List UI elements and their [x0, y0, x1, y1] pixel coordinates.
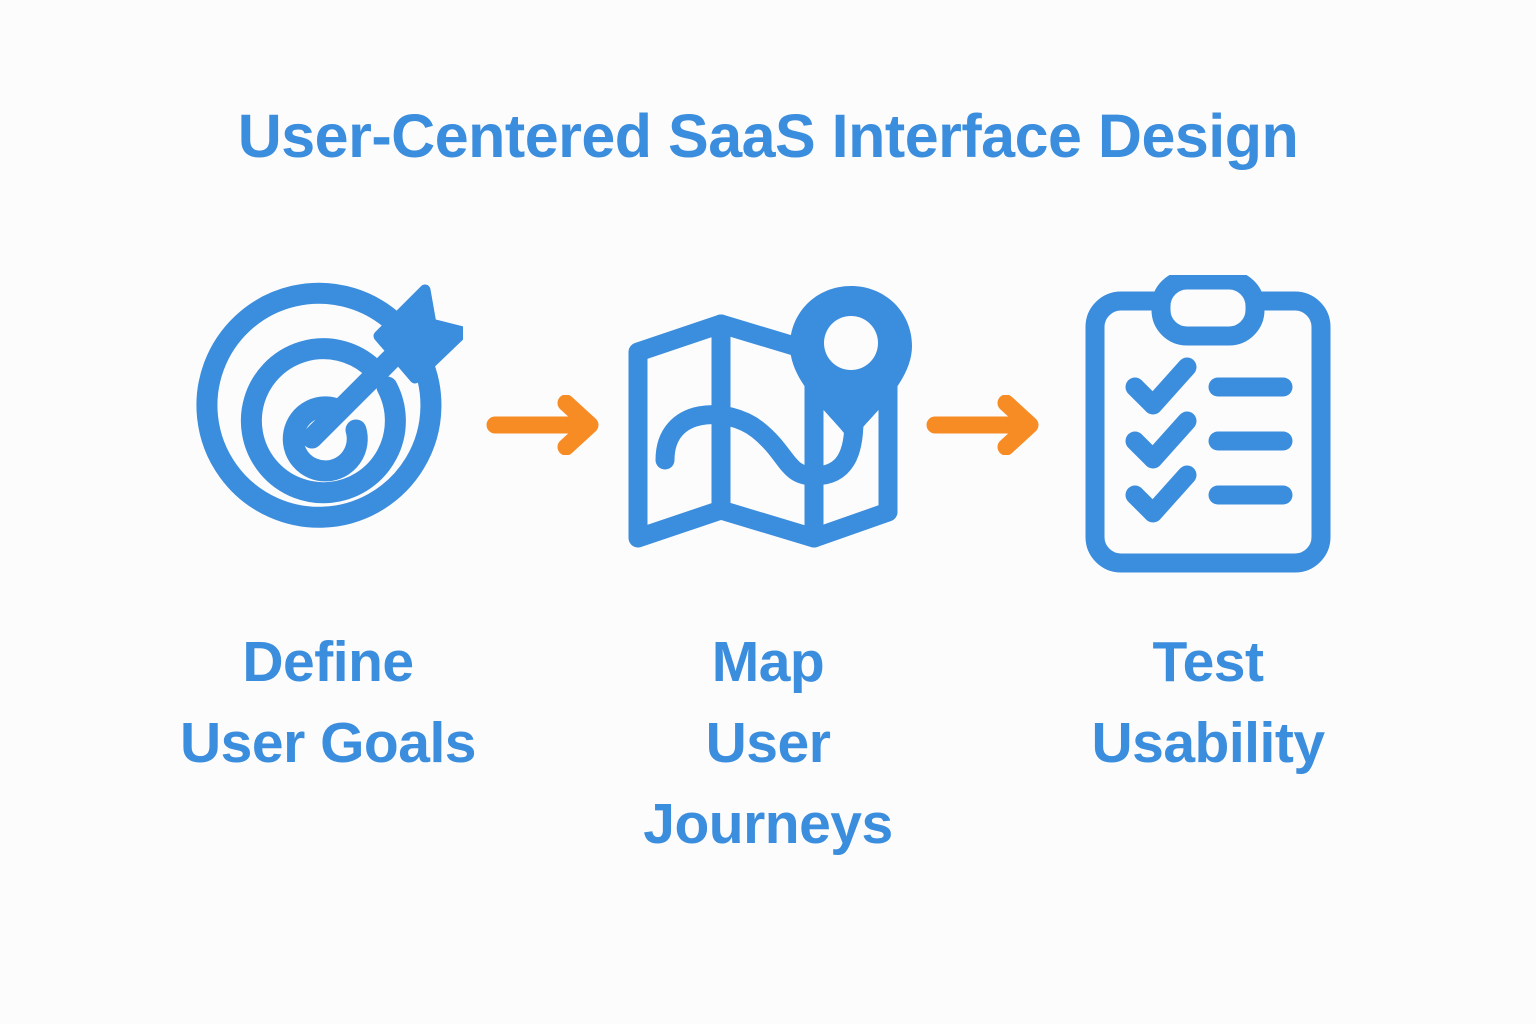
arrow-right-icon	[486, 395, 598, 455]
step-3-label-line-1: Test	[1152, 630, 1264, 694]
step-1-icon-container[interactable]	[178, 270, 478, 580]
clipboard-checklist-icon	[1085, 275, 1331, 573]
step-2-label-line-3: Journeys	[643, 791, 893, 856]
target-dart-icon	[196, 282, 463, 528]
step-3-label-line-2: Usability	[1091, 710, 1325, 775]
step-1-label: Define User Goals	[178, 622, 478, 784]
connector-2-container	[918, 270, 1058, 580]
process-flow-labels: Define User Goals Map User Journeys Test…	[0, 622, 1536, 865]
step-1-label-line-2: User Goals	[180, 710, 476, 775]
process-flow-icons	[0, 270, 1536, 610]
step-2-label-line-1: Map	[711, 630, 825, 694]
page-title: User-Centered SaaS Interface Design	[237, 102, 1299, 170]
step-1-label-line-1: Define	[242, 630, 414, 694]
step-3-label: Test Usability	[1058, 622, 1358, 784]
step-2-label: Map User Journeys	[618, 622, 918, 865]
arrow-right-icon	[926, 395, 1038, 455]
step-2-label-line-2: User	[705, 710, 831, 775]
folded-map-pin-icon	[628, 286, 912, 548]
connector-1-container	[478, 270, 618, 580]
step-3-icon-container[interactable]	[1058, 270, 1358, 580]
step-2-icon-container[interactable]	[618, 270, 918, 580]
